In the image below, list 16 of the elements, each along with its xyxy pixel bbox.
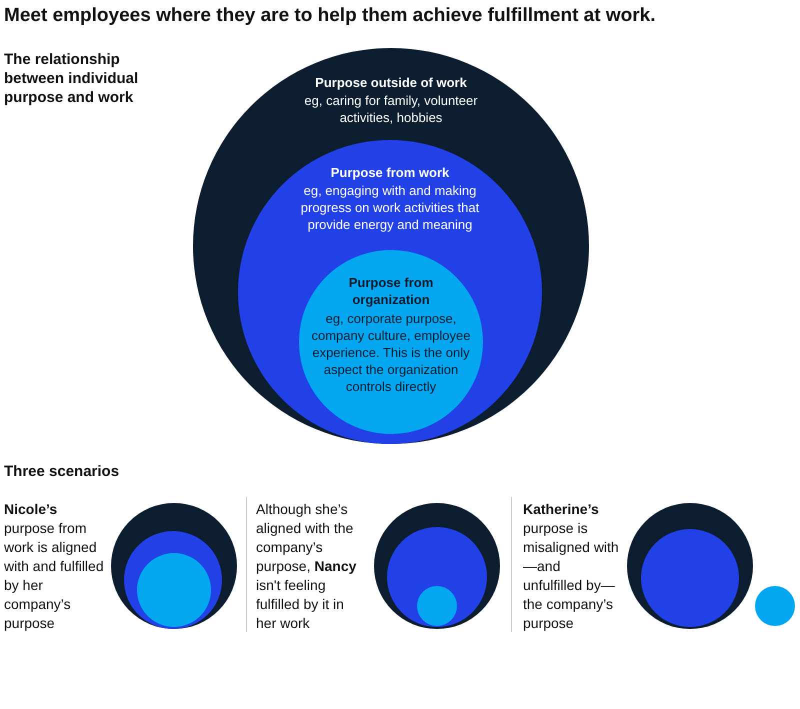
heading: Purpose outside of work	[314, 74, 468, 91]
section-heading: The relationship between individual purpose and work	[4, 50, 140, 107]
heading: Purpose from organization	[348, 274, 434, 308]
inner-circle	[137, 553, 211, 627]
description: eg, engaging with and making progress on work activities that provide energy and meaning	[300, 182, 480, 233]
scenario-text: Nicole’s purpose from work is aligned with and fulfilled by her company’s purpose	[4, 500, 104, 633]
title: Meet employees where they are to help them achieve fulfillment at work.	[4, 4, 656, 28]
scenario-text: Katherine’s purpose is misaligned with—and unfulfilled by—the company’s purpose	[523, 500, 620, 633]
description: eg, caring for family, volunteer activities, hobbies	[303, 92, 479, 126]
section-heading: Three scenarios	[4, 462, 120, 481]
heading: Purpose from work	[330, 164, 450, 181]
middle-circle	[387, 527, 487, 627]
description: eg, corporate purpose, company culture, employee experience. This is the only aspect the organization controls directly	[311, 310, 471, 395]
scenario-text: Although she’s aligned with the company’s purpose, Nancy isn't feeling fulfilled by it in her work	[256, 500, 358, 633]
inner-circle	[417, 586, 457, 626]
small-circle	[755, 586, 795, 626]
